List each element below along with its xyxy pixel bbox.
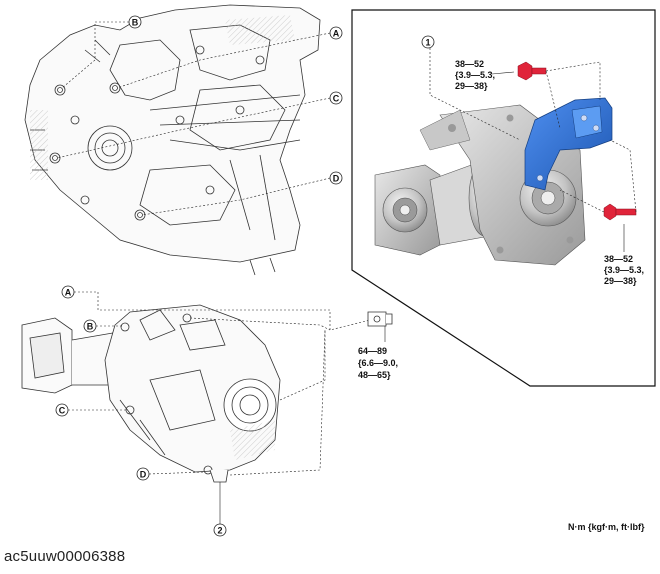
units-note: N·m {kgf·m, ft·lbf} xyxy=(568,522,645,532)
torque-spec-inset-lower: 38—52 {3.9—5.3, 29—38} xyxy=(604,224,644,286)
callout-a-bottom: A xyxy=(61,285,371,331)
svg-text:29—38}: 29—38} xyxy=(604,276,637,286)
svg-text:1: 1 xyxy=(425,38,430,48)
svg-text:{6.6—9.0,: {6.6—9.0, xyxy=(358,358,398,368)
mount-bolt xyxy=(367,311,393,327)
callout-c-top: C xyxy=(56,91,343,159)
bolt-red-lower xyxy=(603,203,637,221)
callout-d-top: D xyxy=(141,171,343,216)
document-id: ac5uuw00006388 xyxy=(4,548,126,565)
svg-text:B: B xyxy=(132,18,139,28)
part-1-label: 1 xyxy=(421,35,435,49)
svg-text:A: A xyxy=(65,288,72,298)
svg-text:2: 2 xyxy=(217,526,222,536)
transaxle-hatch-areas xyxy=(30,15,295,180)
svg-text:B: B xyxy=(87,322,94,332)
inset-guide-lines xyxy=(429,48,637,213)
svg-text:D: D xyxy=(140,470,147,480)
callout-b-bottom: B xyxy=(83,317,331,333)
transaxle-case-drawing xyxy=(24,4,321,276)
part-2-label: 2 xyxy=(213,482,227,537)
svg-text:{3.9—5.3,: {3.9—5.3, xyxy=(455,70,495,80)
transfer-unit-hatch xyxy=(230,420,275,460)
svg-text:38—52: 38—52 xyxy=(604,254,633,264)
svg-text:{3.9—5.3,: {3.9—5.3, xyxy=(604,265,644,275)
transfer-unit-drawing xyxy=(21,304,281,483)
svg-text:D: D xyxy=(333,174,340,184)
callout-b-top: B xyxy=(61,15,142,89)
svg-text:A: A xyxy=(333,29,340,39)
svg-text:29—38}: 29—38} xyxy=(455,81,488,91)
svg-text:C: C xyxy=(59,406,66,416)
callout-a-top: A xyxy=(116,26,343,89)
callout-c-bottom: C xyxy=(55,330,326,417)
svg-text:38—52: 38—52 xyxy=(455,59,484,69)
svg-text:48—65}: 48—65} xyxy=(358,370,391,380)
callout-d-bottom: D xyxy=(136,329,326,481)
torque-spec-mount: 64—89 {6.6—9.0, 48—65} xyxy=(358,346,398,380)
svg-text:C: C xyxy=(333,94,340,104)
torque-spec-inset-upper: 38—52 {3.9—5.3, 29—38} xyxy=(455,59,515,91)
bracket-blue-part xyxy=(524,97,613,191)
svg-text:64—89: 64—89 xyxy=(358,346,387,356)
